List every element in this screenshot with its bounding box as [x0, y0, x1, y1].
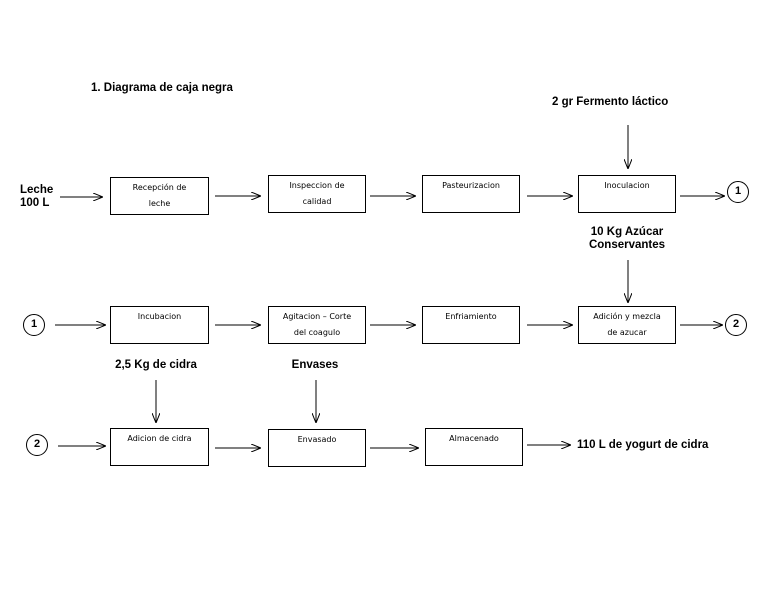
box-inspeccion-line-2: calidad [302, 197, 332, 206]
box-recepcion-line-2: leche [148, 199, 171, 208]
box-almacenado-line-1: Almacenado [449, 434, 499, 443]
input-azucar-line-2: Conservantes [588, 239, 666, 251]
box-enfriamiento: Enfriamiento [422, 306, 520, 344]
box-agitacion: Agitacion – Corte del coagulo [268, 306, 366, 344]
input-cidra: 2,5 Kg de cidra [115, 359, 197, 371]
box-inspeccion: Inspeccion de calidad [268, 175, 366, 213]
box-almacenado: Almacenado [425, 428, 523, 466]
box-adicion-mezcla-line-2: de azucar [607, 328, 647, 337]
input-leche-line-2: 100 L [20, 197, 50, 209]
input-leche-line-1: Leche [20, 184, 54, 196]
box-inoculacion: Inoculacion [578, 175, 676, 213]
box-incubacion-line-1: Incubacion [137, 312, 182, 321]
output-label: 110 L de yogurt de cidra [577, 439, 709, 451]
box-envasado: Envasado [268, 429, 366, 467]
box-adicion-mezcla-line-1: Adición y mezcla [593, 312, 661, 321]
box-agitacion-line-1: Agitacion – Corte [282, 312, 352, 321]
connector-1-out: 1 [727, 181, 749, 203]
connector-2-in: 2 [26, 434, 48, 456]
input-azucar-line-1: 10 Kg Azúcar [590, 226, 664, 238]
diagram-title: 1. Diagrama de caja negra [91, 82, 233, 94]
box-recepcion-line-1: Recepción de [132, 183, 187, 192]
box-inoculacion-line-1: Inoculacion [604, 181, 650, 190]
box-enfriamiento-line-1: Enfriamiento [445, 312, 497, 321]
input-envases: Envases [291, 359, 339, 371]
box-envasado-line-1: Envasado [297, 435, 337, 444]
box-recepcion: Recepción de leche [110, 177, 209, 215]
box-adicion-cidra: Adicion de cidra [110, 428, 209, 466]
connector-2-out: 2 [725, 314, 747, 336]
input-azucar: 10 Kg Azúcar Conservantes [573, 226, 681, 252]
box-adicion-cidra-line-1: Adicion de cidra [127, 434, 192, 443]
box-agitacion-line-2: del coagulo [293, 328, 341, 337]
box-inspeccion-line-1: Inspeccion de [289, 181, 345, 190]
connector-1-in: 1 [23, 314, 45, 336]
input-leche: Leche 100 L [20, 184, 53, 210]
box-pasteurizacion-line-1: Pasteurizacion [442, 181, 500, 190]
box-incubacion: Incubacion [110, 306, 209, 344]
box-pasteurizacion: Pasteurizacion [422, 175, 520, 213]
input-fermento: 2 gr Fermento láctico [552, 96, 669, 108]
box-adicion-mezcla: Adición y mezcla de azucar [578, 306, 676, 344]
